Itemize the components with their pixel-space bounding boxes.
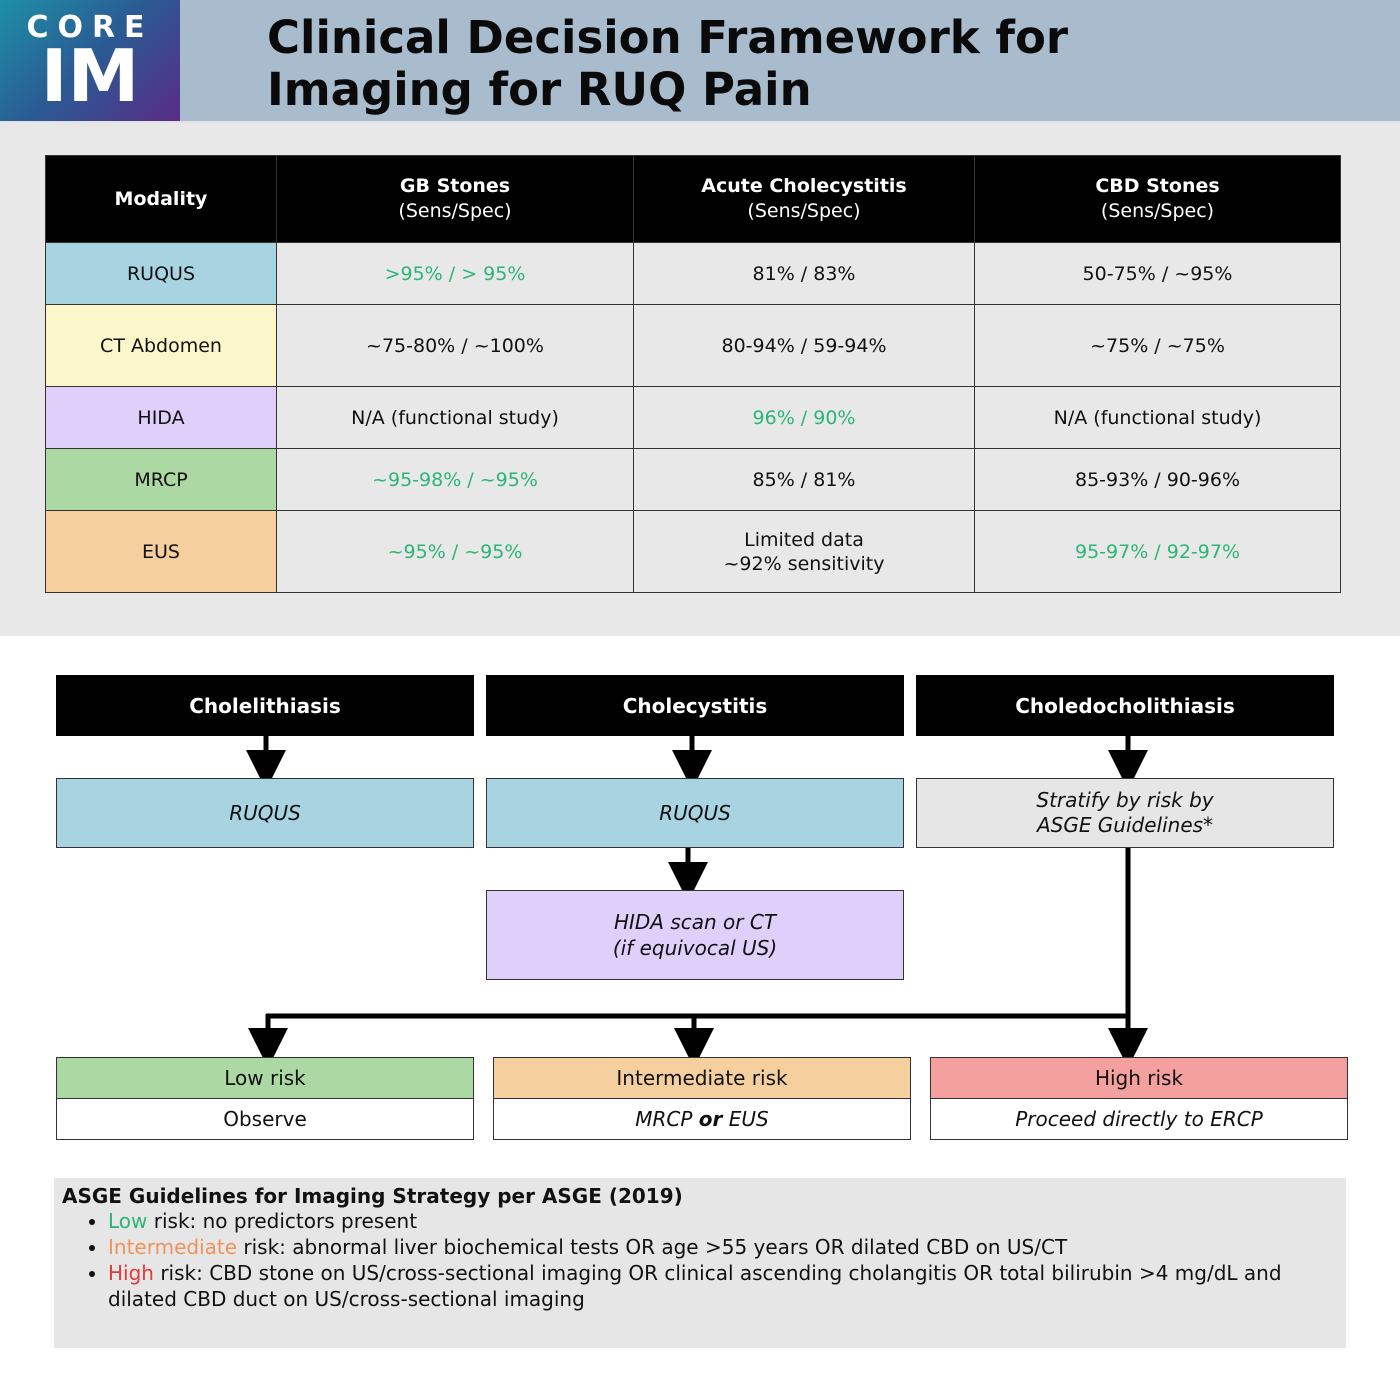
low-risk-header: Low risk bbox=[56, 1057, 474, 1099]
hida-line-2: (if equivocal US) bbox=[612, 936, 778, 960]
cell-eus-ac-line1: Limited data bbox=[744, 528, 864, 551]
header-ac-sub: (Sens/Spec) bbox=[747, 200, 861, 222]
row-label-hida: HIDA bbox=[45, 386, 277, 449]
action-mrcp: MRCP bbox=[635, 1107, 693, 1131]
intermediate-risk-header: Intermediate risk bbox=[493, 1057, 911, 1099]
table-header-row: Modality GB Stones (Sens/Spec) Acute Chol… bbox=[45, 155, 1341, 243]
hida-line-1: HIDA scan or CT bbox=[613, 910, 777, 934]
guidelines-list: Low risk: no predictors present Intermed… bbox=[54, 1208, 1338, 1312]
row-label-mrcp: MRCP bbox=[45, 448, 277, 511]
level-intermediate-text: risk: abnormal liver biochemical tests O… bbox=[237, 1235, 1068, 1259]
modality-table: Modality GB Stones (Sens/Spec) Acute Chol… bbox=[45, 155, 1341, 593]
flow-step-stratify: Stratify by risk by ASGE Guidelines* bbox=[916, 778, 1334, 848]
level-high: High bbox=[108, 1261, 154, 1285]
table-row: CT Abdomen ~75-80% / ~100% 80-94% / 59-9… bbox=[45, 304, 1341, 387]
header-gb-sub: (Sens/Spec) bbox=[398, 200, 512, 222]
flow-header-cholelithiasis: Cholelithiasis bbox=[56, 675, 474, 736]
cell-mrcp-cbd: 85-93% / 90-96% bbox=[974, 448, 1341, 511]
page-title: Clinical Decision Framework for Imaging … bbox=[267, 12, 1068, 116]
list-item: Intermediate risk: abnormal liver bioche… bbox=[108, 1234, 1338, 1260]
flow-step-hida-ct: HIDA scan or CT (if equivocal US) bbox=[486, 890, 904, 980]
logo-top-text: CORE bbox=[26, 10, 154, 45]
header-banner: CORE IM Clinical Decision Framework for … bbox=[0, 0, 1400, 123]
header-modality: Modality bbox=[45, 155, 277, 243]
level-low: Low bbox=[108, 1209, 148, 1233]
cell-ruqus-gb: >95% / > 95% bbox=[276, 242, 634, 305]
high-risk-header: High risk bbox=[930, 1057, 1348, 1099]
row-label-eus: EUS bbox=[45, 510, 277, 593]
table-row: MRCP ~95-98% / ~95% 85% / 81% 85-93% / 9… bbox=[45, 448, 1341, 511]
stratify-line-2: ASGE Guidelines* bbox=[1036, 813, 1214, 837]
header-cbd-stones: CBD Stones (Sens/Spec) bbox=[974, 155, 1341, 243]
level-intermediate: Intermediate bbox=[108, 1235, 238, 1259]
intermediate-risk-action: MRCP or EUS bbox=[493, 1098, 911, 1140]
title-line-2: Imaging for RUQ Pain bbox=[267, 63, 812, 116]
cell-ruqus-ac: 81% / 83% bbox=[633, 242, 975, 305]
high-risk-action: Proceed directly to ERCP bbox=[930, 1098, 1348, 1140]
cell-mrcp-ac: 85% / 81% bbox=[633, 448, 975, 511]
cell-eus-ac: Limited data~92% sensitivity bbox=[633, 510, 975, 593]
list-item: Low risk: no predictors present bbox=[108, 1208, 1338, 1234]
cell-ct-ac: 80-94% / 59-94% bbox=[633, 304, 975, 387]
header-cbd-sub: (Sens/Spec) bbox=[1100, 200, 1215, 222]
cell-hida-cbd: N/A (functional study) bbox=[974, 386, 1341, 449]
cell-eus-ac-line2: ~92% sensitivity bbox=[723, 552, 885, 575]
action-eus: EUS bbox=[728, 1107, 769, 1131]
cell-ct-cbd: ~75% / ~75% bbox=[974, 304, 1341, 387]
stratify-line-1: Stratify by risk by bbox=[1036, 788, 1214, 812]
table-row: HIDA N/A (functional study) 96% / 90% N/… bbox=[45, 386, 1341, 449]
cell-hida-gb: N/A (functional study) bbox=[276, 386, 634, 449]
flow-header-cholecystitis: Cholecystitis bbox=[486, 675, 904, 736]
header-ac-label: Acute Cholecystitis bbox=[701, 175, 907, 197]
cell-ct-gb: ~75-80% / ~100% bbox=[276, 304, 634, 387]
cell-eus-cbd: 95-97% / 92-97% bbox=[974, 510, 1341, 593]
title-line-1: Clinical Decision Framework for bbox=[267, 11, 1069, 64]
action-or: or bbox=[698, 1107, 723, 1131]
row-label-ruqus: RUQUS bbox=[45, 242, 277, 305]
guidelines-title: ASGE Guidelines for Imaging Strategy per… bbox=[62, 1184, 683, 1208]
row-label-ct: CT Abdomen bbox=[45, 304, 277, 387]
cell-eus-gb: ~95% / ~95% bbox=[276, 510, 634, 593]
logo-bottom-text: IM bbox=[40, 34, 140, 118]
flow-header-choledocholithiasis: Choledocholithiasis bbox=[916, 675, 1334, 736]
header-cbd-label: CBD Stones bbox=[1095, 175, 1220, 197]
list-item: High risk: CBD stone on US/cross-section… bbox=[108, 1260, 1338, 1312]
level-low-text: risk: no predictors present bbox=[147, 1209, 418, 1233]
low-risk-action: Observe bbox=[56, 1098, 474, 1140]
flow-step-ruqus-2: RUQUS bbox=[486, 778, 904, 848]
header-gb-label: GB Stones bbox=[399, 175, 511, 197]
table-row: EUS ~95% / ~95% Limited data~92% sensiti… bbox=[45, 510, 1341, 593]
flow-step-ruqus-1: RUQUS bbox=[56, 778, 474, 848]
level-high-text: risk: CBD stone on US/cross-sectional im… bbox=[108, 1261, 1282, 1311]
asge-guidelines-box: ASGE Guidelines for Imaging Strategy per… bbox=[54, 1178, 1346, 1348]
cell-hida-ac: 96% / 90% bbox=[633, 386, 975, 449]
header-gb-stones: GB Stones (Sens/Spec) bbox=[276, 155, 634, 243]
core-im-logo: CORE IM bbox=[0, 0, 180, 121]
